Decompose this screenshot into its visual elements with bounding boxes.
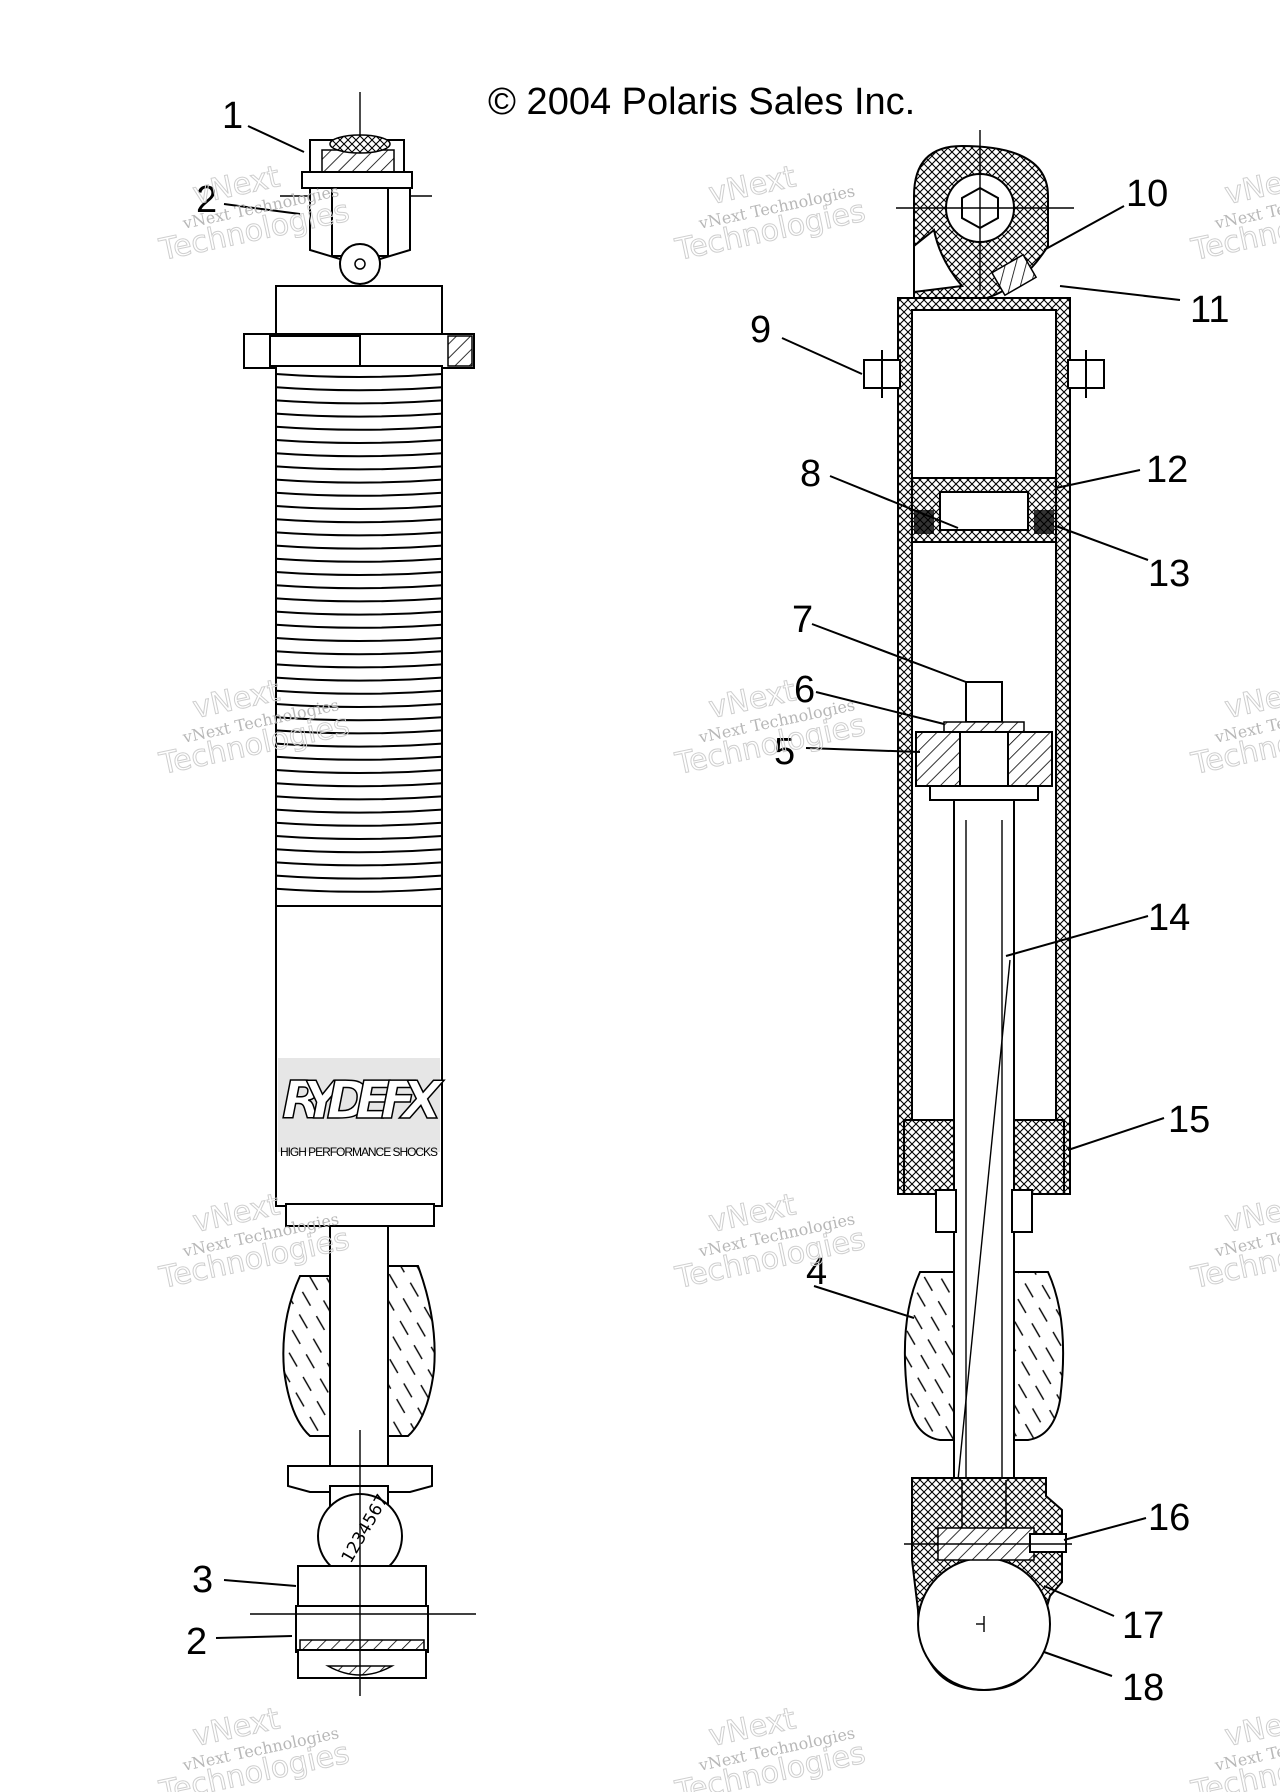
callout-14: 14 [1148, 897, 1190, 939]
spring-coil [275, 505, 443, 510]
piston-nut [965, 681, 1003, 723]
spring-coil [275, 623, 443, 629]
shock-body [275, 905, 443, 1207]
callout-8: 8 [800, 453, 821, 495]
callout-1: 1 [222, 95, 243, 137]
spring-coil [275, 491, 443, 497]
spring-coil [275, 412, 443, 418]
spring-coil [275, 703, 443, 708]
callout-10: 10 [1126, 173, 1168, 215]
spring-coils [275, 373, 443, 893]
spring-coil [275, 465, 443, 471]
copyright-text: © 2004 Polaris Sales Inc. [488, 81, 915, 123]
spring-coil [275, 610, 443, 616]
jounce-bumper [282, 1275, 331, 1437]
section-bumper [903, 1271, 955, 1441]
spring-coil [275, 887, 443, 893]
spring-coil [275, 729, 443, 735]
shock-external-view: RYDE FX HIGH PERFORMANCE SHOCKS 1234567 [243, 92, 476, 1696]
spring-coil [275, 584, 443, 590]
spring-coil [275, 808, 443, 814]
callout-13: 13 [1148, 553, 1190, 595]
spring-coil [275, 386, 443, 392]
spring-coil [275, 544, 443, 550]
callout-6: 6 [794, 669, 815, 711]
spring-coil [275, 452, 443, 458]
callout-12: 12 [1146, 449, 1188, 491]
spring-coil [275, 557, 443, 563]
spring-coil [275, 769, 443, 774]
spring-coil [275, 399, 443, 405]
spring-coil [275, 861, 443, 867]
callout-9: 9 [750, 309, 771, 351]
spring-coil [275, 782, 443, 788]
callout-3: 3 [192, 1559, 213, 1601]
spring-coil [275, 597, 443, 603]
callout-2-top: 2 [196, 179, 217, 221]
seal-head [903, 1119, 955, 1195]
spring-coil [275, 676, 443, 682]
leader-lines [215, 125, 1181, 1677]
spring-coil [275, 531, 443, 537]
shock-tagline: HIGH PERFORMANCE SHOCKS [280, 1145, 438, 1159]
spring-coil [275, 518, 443, 524]
spring-coil [275, 571, 443, 576]
callout-17: 17 [1122, 1605, 1164, 1647]
callout-5: 5 [774, 731, 795, 773]
callout-4: 4 [806, 1251, 827, 1293]
callout-2-bottom: 2 [186, 1621, 207, 1663]
callout-15: 15 [1168, 1099, 1210, 1141]
callout-16: 16 [1148, 1497, 1190, 1539]
spring-coil [275, 821, 443, 827]
callout-labels: 1 2 3 2 4 5 6 7 8 9 10 11 12 13 14 15 16… [186, 95, 1229, 1709]
shock-section-view [863, 130, 1105, 1692]
spring-coil [275, 373, 443, 378]
spring-coil [275, 742, 443, 748]
spring-coil [275, 848, 443, 854]
spring-coil [275, 795, 443, 801]
air-valve [990, 253, 1038, 297]
shock-shaft [329, 1225, 389, 1467]
spring-coil [275, 689, 443, 695]
spring-coil [275, 478, 443, 484]
section-shaft [953, 799, 1015, 1491]
spring-coil [275, 716, 443, 722]
spring-coil [275, 755, 443, 761]
spring-coil [275, 425, 443, 431]
spring-coil [275, 439, 443, 444]
spring-coil [275, 874, 443, 880]
spring-coil [275, 663, 443, 669]
shock-brand-logo: RYDE FX [282, 1071, 445, 1131]
callout-18: 18 [1122, 1667, 1164, 1709]
callout-11: 11 [1190, 289, 1229, 331]
spring-coil [275, 637, 443, 642]
callout-7: 7 [792, 599, 813, 641]
spring-coil [275, 650, 443, 656]
spring-coil [275, 835, 443, 840]
